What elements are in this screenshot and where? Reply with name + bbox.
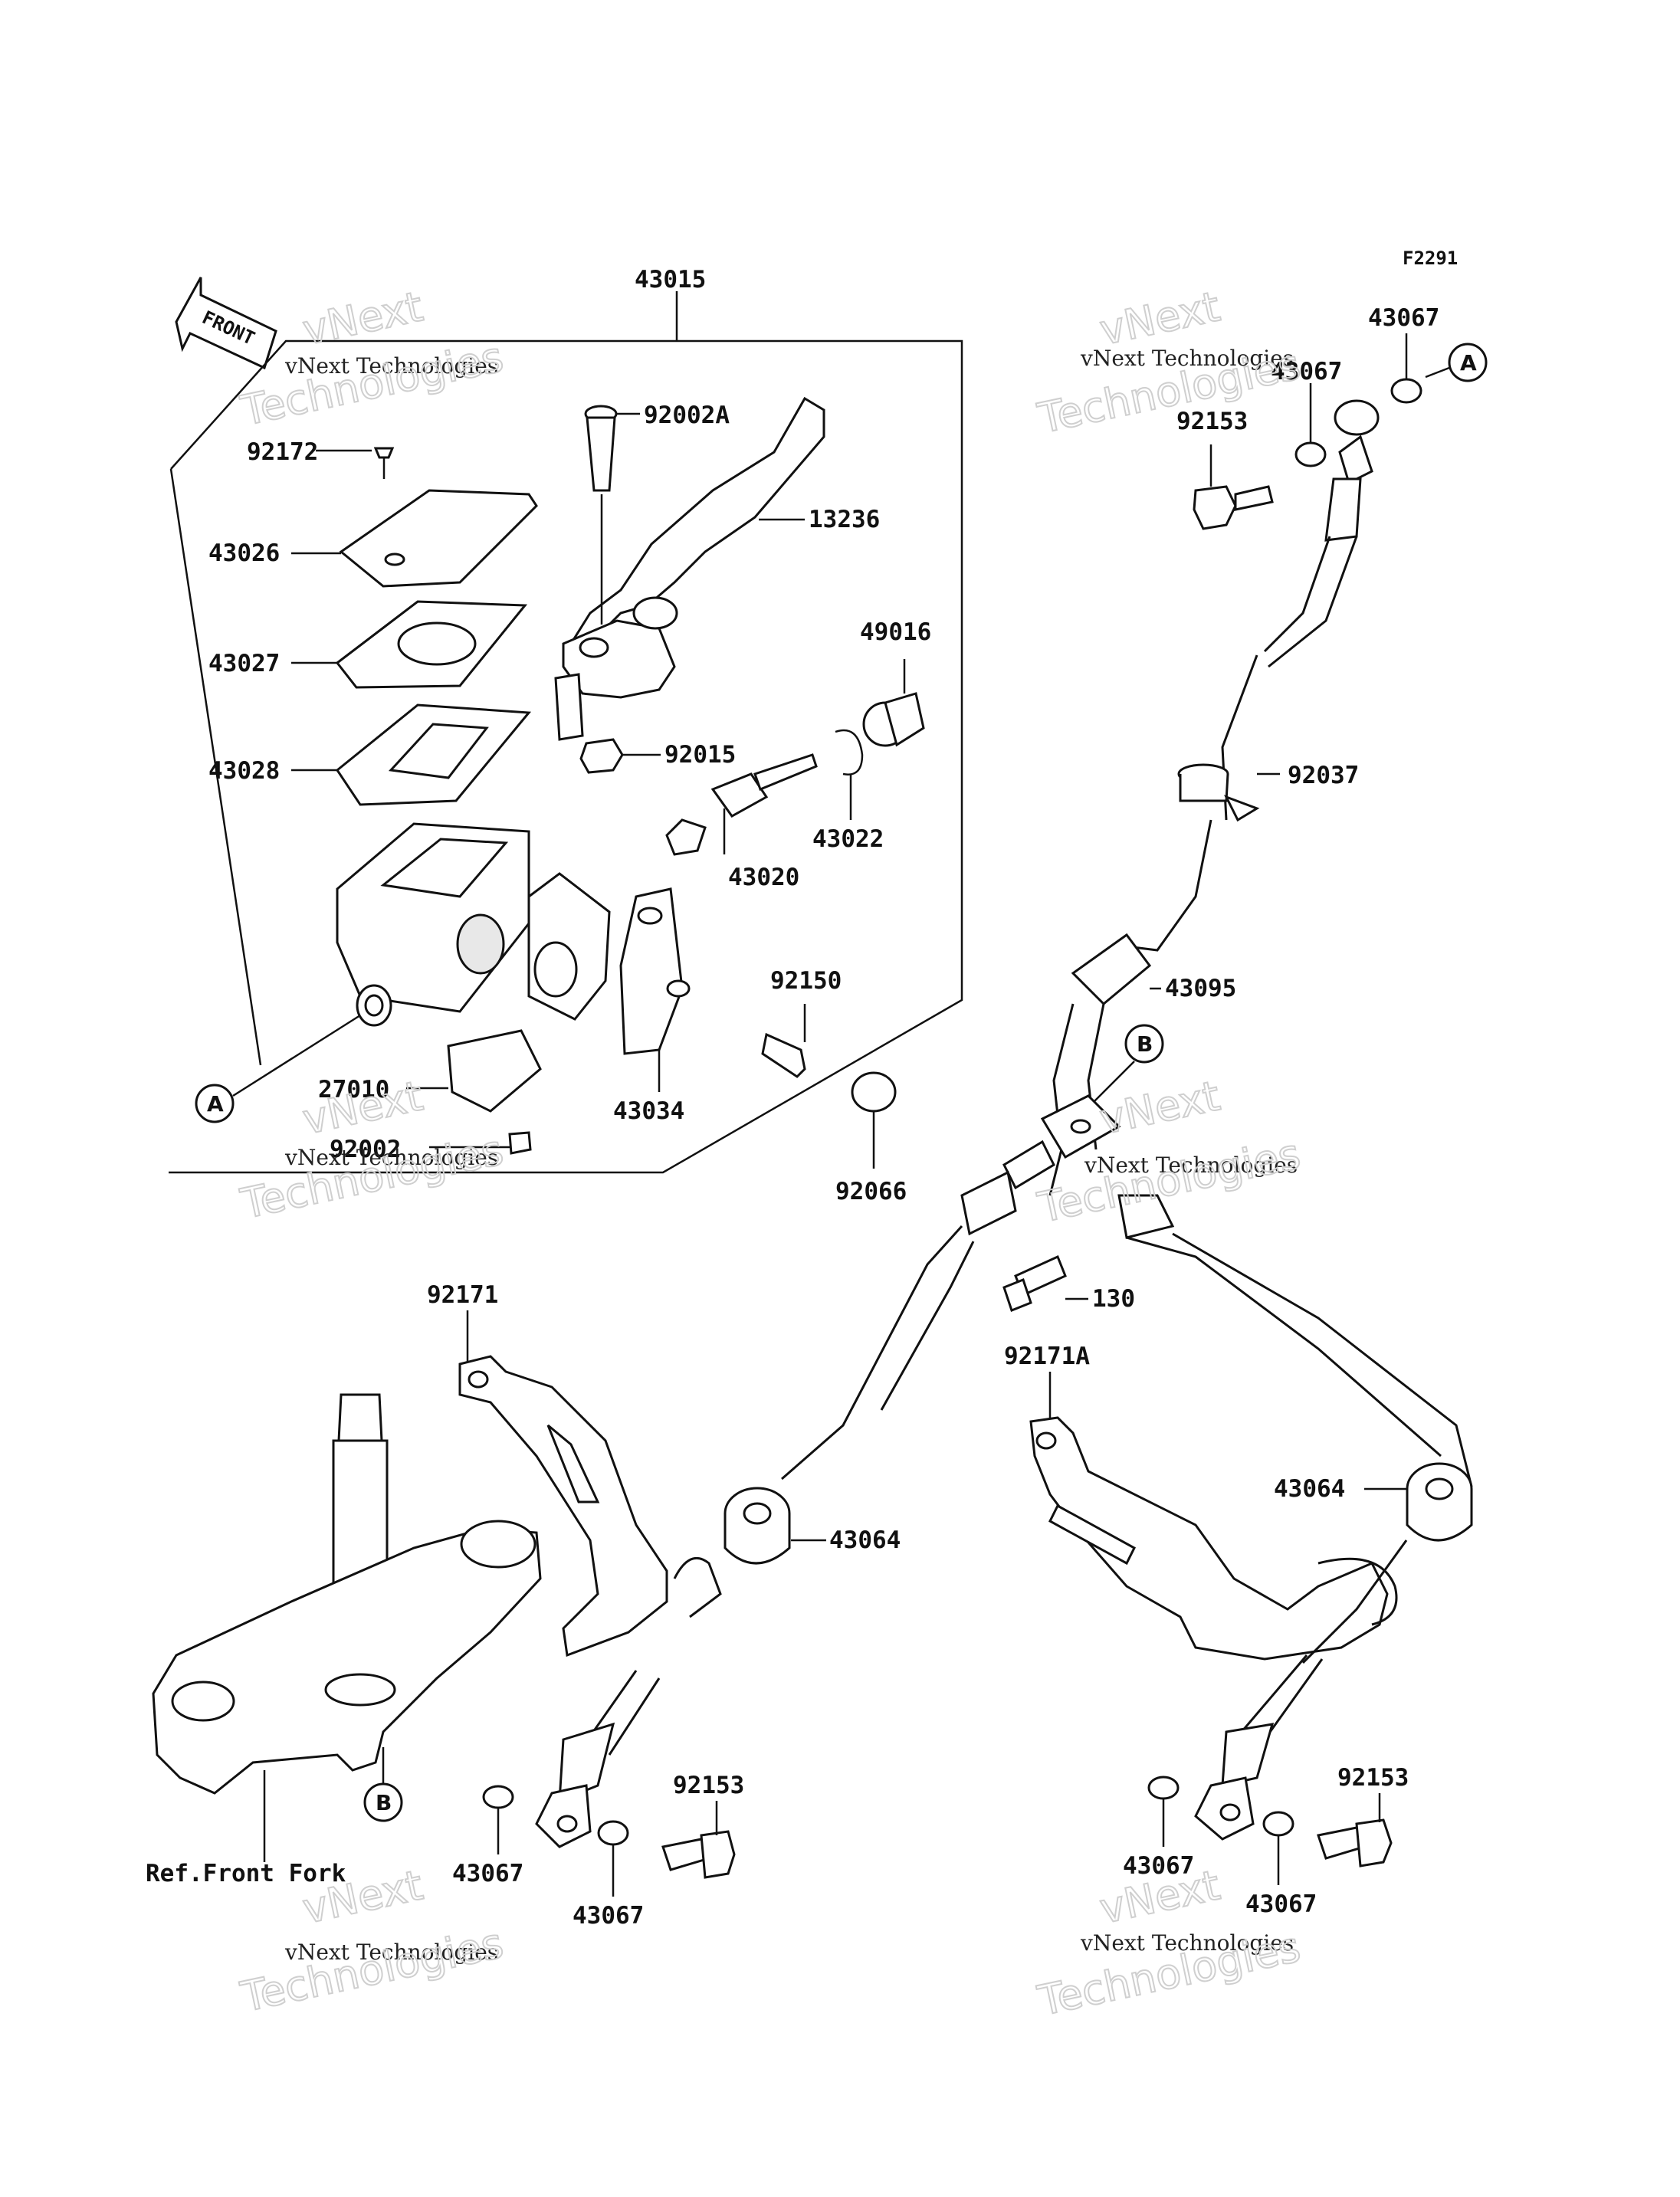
- label-43015: 43015: [635, 266, 706, 293]
- grommet-43064-right: [1364, 1462, 1473, 1542]
- label-92171: 92171: [427, 1281, 498, 1309]
- pivot-bolt-92002A: [584, 405, 640, 625]
- svg-text:Technologies: Technologies: [237, 1919, 507, 2022]
- label-43064-left: 43064: [829, 1526, 901, 1554]
- svg-text:vNext Technologies: vNext Technologies: [1080, 346, 1294, 371]
- label-92153-left: 92153: [673, 1772, 744, 1799]
- svg-text:vNext Technologies: vNext Technologies: [284, 353, 498, 379]
- brake-hose-left-lower: [535, 1670, 661, 1848]
- label-92015: 92015: [664, 741, 736, 769]
- label-43027: 43027: [208, 650, 280, 677]
- junction-block: [781, 1094, 1473, 1487]
- svg-text:vNext Technologies: vNext Technologies: [284, 1940, 498, 1965]
- svg-text:vNext Technologies: vNext Technologies: [1080, 1930, 1294, 1956]
- label-49016: 49016: [860, 618, 931, 646]
- watermark-bottom-right: vNext vNext Technologies Technologies: [1033, 1860, 1305, 2026]
- bolt-130: [1002, 1254, 1088, 1312]
- label-27010: 27010: [318, 1076, 389, 1103]
- ref-front-fork-note: Ref.Front Fork: [146, 1860, 346, 1887]
- label-43028: 43028: [208, 757, 280, 785]
- label-43034: 43034: [613, 1097, 684, 1125]
- label-43064-right: 43064: [1274, 1475, 1345, 1503]
- svg-text:B: B: [376, 1790, 392, 1815]
- svg-text:vNext Technologies: vNext Technologies: [1084, 1153, 1298, 1178]
- label-92153-top: 92153: [1176, 408, 1248, 435]
- front-arrow-icon: FRONT: [175, 277, 277, 370]
- reservoir-cap-43026: [291, 489, 538, 588]
- label-43067-r1: 43067: [1123, 1852, 1194, 1880]
- label-43020: 43020: [728, 864, 799, 891]
- banjo-bolt-92153-top: [1193, 444, 1274, 530]
- label-43067-r2: 43067: [1245, 1890, 1317, 1918]
- holder-43034: [619, 887, 691, 1092]
- cap-92066: [851, 1071, 897, 1169]
- label-92172: 92172: [247, 438, 318, 466]
- nut-92015: [579, 738, 661, 774]
- label-92037: 92037: [1288, 762, 1359, 789]
- label-43022: 43022: [812, 825, 884, 853]
- washer-43067-top1: [1390, 333, 1422, 404]
- label-92153-right: 92153: [1337, 1764, 1409, 1792]
- banjo-bolt-92153-right: [1317, 1793, 1393, 1867]
- label-92150: 92150: [770, 967, 842, 995]
- bracket-92171A: [1029, 1372, 1398, 1661]
- washer-43067-r2: [1262, 1811, 1294, 1885]
- plate-43027: [291, 600, 528, 689]
- svg-text:A: A: [1460, 350, 1477, 375]
- figure-code: F2291: [1403, 248, 1458, 269]
- washer-43067-l1: [482, 1785, 514, 1854]
- label-43067-top1: 43067: [1368, 304, 1439, 332]
- boot-49016: [862, 659, 925, 747]
- svg-text:vNext: vNext: [299, 282, 427, 354]
- label-13236: 13236: [809, 506, 880, 533]
- label-92002: 92002: [330, 1136, 401, 1163]
- piston-43020: [665, 753, 818, 856]
- assembly-43015-frame: [169, 291, 963, 1174]
- upper-hose-fitting: [1221, 399, 1380, 821]
- label-43067-l2: 43067: [573, 1902, 644, 1930]
- washer-43067-l2: [597, 1820, 629, 1897]
- svg-text:Technologies: Technologies: [237, 333, 507, 435]
- washer-43067-r1: [1147, 1776, 1180, 1847]
- label-130: 130: [1092, 1285, 1135, 1313]
- label-43026: 43026: [208, 539, 280, 567]
- banjo-bolt-92153-left: [661, 1801, 736, 1879]
- label-43095: 43095: [1165, 975, 1236, 1002]
- brake-hose-right-lower: [1194, 1540, 1408, 1841]
- steering-stem: [152, 1393, 542, 1862]
- reference-marker-a-left: A: [195, 1014, 361, 1123]
- bolt-92150: [761, 1004, 806, 1078]
- svg-text:B: B: [1137, 1031, 1153, 1057]
- svg-text:A: A: [207, 1091, 224, 1117]
- snap-ring-43022: [835, 729, 864, 820]
- grommet-43064-left: [673, 1487, 826, 1618]
- marker-b-left: B: [363, 1782, 403, 1822]
- label-43067-top2: 43067: [1271, 358, 1342, 385]
- hose-clamp-92037: [1177, 763, 1280, 822]
- washer-43067-top2: [1294, 383, 1327, 467]
- screw-92172: [316, 447, 395, 479]
- label-92002A: 92002A: [644, 402, 730, 429]
- label-43067-l1: 43067: [452, 1860, 523, 1887]
- bracket-92171: [458, 1310, 668, 1658]
- svg-text:vNext: vNext: [1096, 282, 1224, 354]
- diaphragm-43028: [291, 703, 532, 806]
- svg-text:vNext: vNext: [1096, 1071, 1224, 1143]
- svg-text:vNext: vNext: [1096, 1861, 1224, 1933]
- brake-lever-13236: [554, 396, 825, 741]
- svg-text:vNext Technologies: vNext Technologies: [284, 1145, 498, 1170]
- switch-27010: [406, 1029, 542, 1155]
- label-92171A: 92171A: [1004, 1343, 1090, 1370]
- master-cylinder-body: [336, 822, 611, 1027]
- marker-a-right: A: [1425, 343, 1488, 382]
- label-92066: 92066: [835, 1178, 907, 1205]
- watermark-top-right: vNext vNext Technologies Technologies: [1033, 281, 1305, 444]
- watermark-top-left: vNext vNext Technologies Technologies: [236, 281, 508, 436]
